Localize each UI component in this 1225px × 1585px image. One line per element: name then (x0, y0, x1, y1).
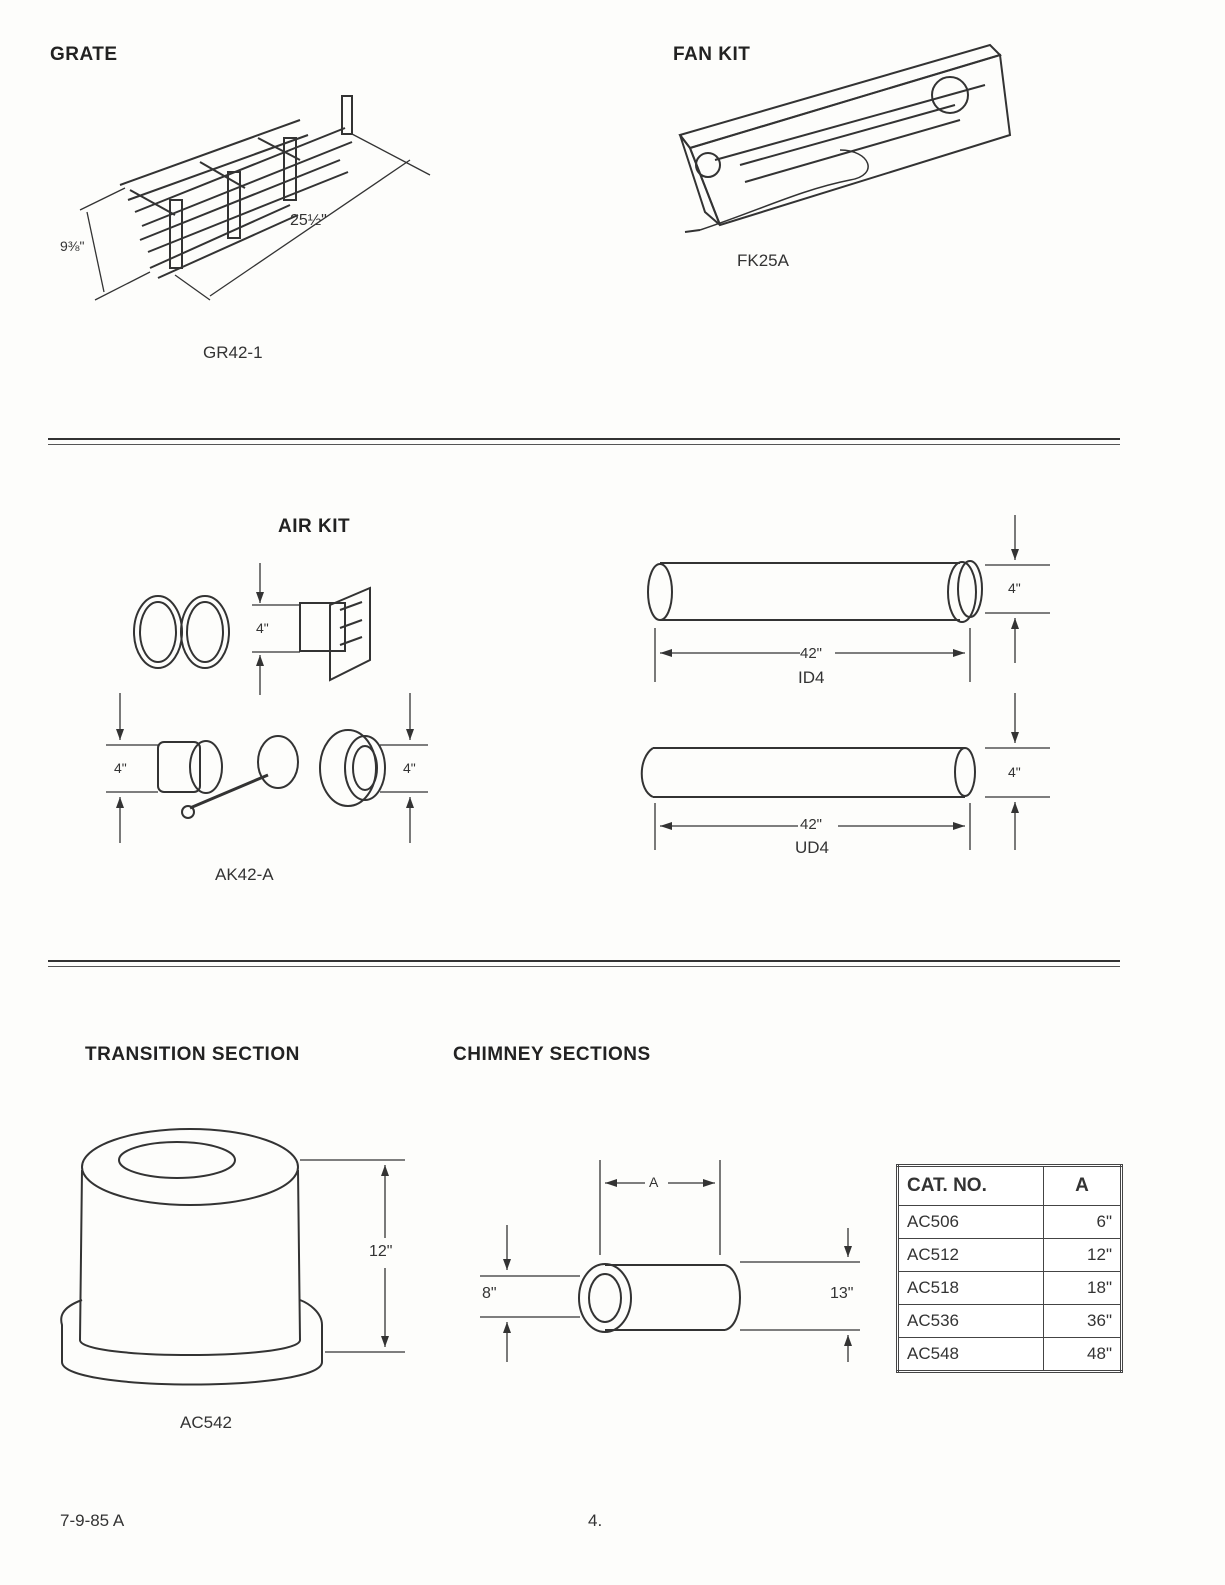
transition-height-dim: 12" (369, 1243, 392, 1261)
catalog-cell-a: 18" (1044, 1272, 1122, 1305)
ud4-length-dim: 42" (800, 816, 822, 833)
catalog-cell-catno: AC536 (898, 1305, 1044, 1338)
grate-length-dim: 25½" (290, 212, 327, 230)
fan-kit-model: FK25A (737, 251, 789, 271)
id4-model: ID4 (798, 668, 824, 688)
ud4-model: UD4 (795, 838, 829, 858)
table-row: AC548 48" (898, 1338, 1122, 1372)
grate-model: GR42-1 (203, 343, 263, 363)
fan-kit-heading: FAN KIT (673, 44, 750, 66)
catalog-cell-catno: AC548 (898, 1338, 1044, 1372)
chimney-dim-outer: 13" (830, 1285, 853, 1303)
fan-kit-drawing (680, 45, 1010, 232)
id4-dia-dim: 4" (1008, 580, 1021, 596)
air-kit-dim-left: 4" (114, 760, 127, 776)
ud4-dia-dim: 4" (1008, 764, 1021, 780)
pipe-ud4-drawing (642, 693, 1050, 850)
transition-heading: TRANSITION SECTION (85, 1044, 300, 1066)
air-kit-dim-right: 4" (403, 760, 416, 776)
id4-length-dim: 42" (800, 645, 822, 662)
catalog-cell-catno: AC506 (898, 1206, 1044, 1239)
chimney-heading: CHIMNEY SECTIONS (453, 1044, 651, 1066)
transition-drawing (61, 1129, 405, 1385)
catalog-cell-a: 6" (1044, 1206, 1122, 1239)
grate-heading: GRATE (50, 44, 118, 66)
catalog-header-a: A (1044, 1166, 1122, 1206)
doc-code: 7-9-85 A (60, 1511, 124, 1531)
air-kit-model: AK42-A (215, 865, 274, 885)
chimney-drawing (480, 1160, 860, 1362)
grate-height-dim: 9⅜" (60, 238, 84, 254)
table-row: AC506 6" (898, 1206, 1122, 1239)
table-row: AC512 12" (898, 1239, 1122, 1272)
catalog-header-catno: CAT. NO. (898, 1166, 1044, 1206)
catalog-cell-a: 12" (1044, 1239, 1122, 1272)
grate-drawing (80, 96, 430, 300)
page-number: 4. (588, 1511, 602, 1531)
chimney-dim-inner: 8" (482, 1285, 497, 1303)
section-divider-1 (48, 438, 1120, 445)
catalog-table: CAT. NO. A AC506 6" AC512 12" AC518 18" … (896, 1164, 1123, 1373)
chimney-dim-a: A (649, 1174, 658, 1190)
catalog-cell-a: 36" (1044, 1305, 1122, 1338)
catalog-cell-a: 48" (1044, 1338, 1122, 1372)
air-kit-drawing (106, 563, 428, 843)
table-row: AC518 18" (898, 1272, 1122, 1305)
air-kit-heading: AIR KIT (278, 516, 350, 538)
transition-model: AC542 (180, 1413, 232, 1433)
catalog-header-row: CAT. NO. A (898, 1166, 1122, 1206)
table-row: AC536 36" (898, 1305, 1122, 1338)
air-kit-dim-top: 4" (256, 620, 269, 636)
pipe-id4-drawing (648, 515, 1050, 682)
section-divider-2 (48, 960, 1120, 967)
catalog-cell-catno: AC518 (898, 1272, 1044, 1305)
catalog-cell-catno: AC512 (898, 1239, 1044, 1272)
